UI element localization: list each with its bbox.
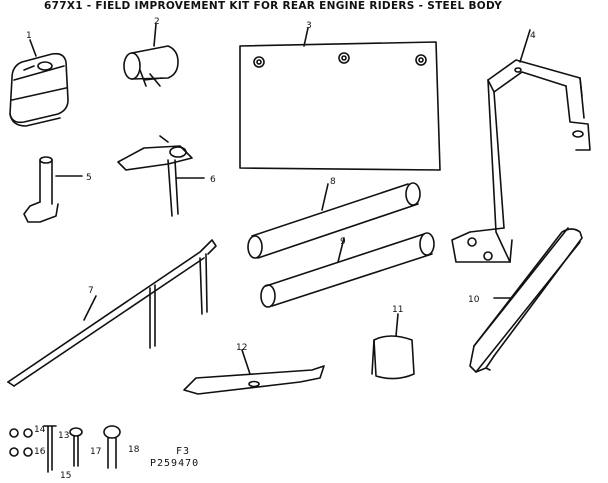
callout-9: 9 <box>340 237 346 247</box>
part-7-rod <box>7 239 217 387</box>
callout-13: 13 <box>58 431 69 441</box>
part-4-bracket <box>451 29 591 263</box>
callout-11: 11 <box>392 305 403 315</box>
part-8-tube <box>247 182 421 259</box>
callout-8: 8 <box>330 177 336 187</box>
part-3-plate <box>239 27 441 171</box>
figure-code: F3 <box>176 446 191 457</box>
part-1-box <box>9 39 69 127</box>
callout-18: 18 <box>128 445 140 455</box>
callout-14: 14 <box>34 425 46 435</box>
hardware-group <box>9 425 121 473</box>
callout-labels: 1 2 3 4 5 6 7 8 9 10 11 12 13 14 15 16 1… <box>26 17 536 481</box>
callout-7: 7 <box>88 286 94 296</box>
callout-17: 17 <box>90 447 101 457</box>
callout-15: 15 <box>60 471 71 479</box>
callout-10: 10 <box>468 295 480 305</box>
part-6-lever <box>117 135 205 217</box>
part-9-tube <box>260 232 435 308</box>
part-code: P259470 <box>150 458 200 469</box>
callout-4: 4 <box>530 31 536 41</box>
callout-3: 3 <box>306 21 312 31</box>
diagram-title: 677X1 - FIELD IMPROVEMENT KIT FOR REAR E… <box>44 0 503 12</box>
part-2-clamp <box>123 23 179 87</box>
callout-16: 16 <box>34 447 46 457</box>
part-10-channel <box>469 227 583 373</box>
part-12-blade <box>183 349 325 395</box>
callout-5: 5 <box>86 173 92 183</box>
part-11-sleeve <box>371 313 415 380</box>
part-5-fitting <box>23 156 83 223</box>
callout-12: 12 <box>236 343 247 353</box>
callout-1: 1 <box>26 31 32 41</box>
callout-2: 2 <box>154 17 160 27</box>
callout-6: 6 <box>210 175 216 185</box>
